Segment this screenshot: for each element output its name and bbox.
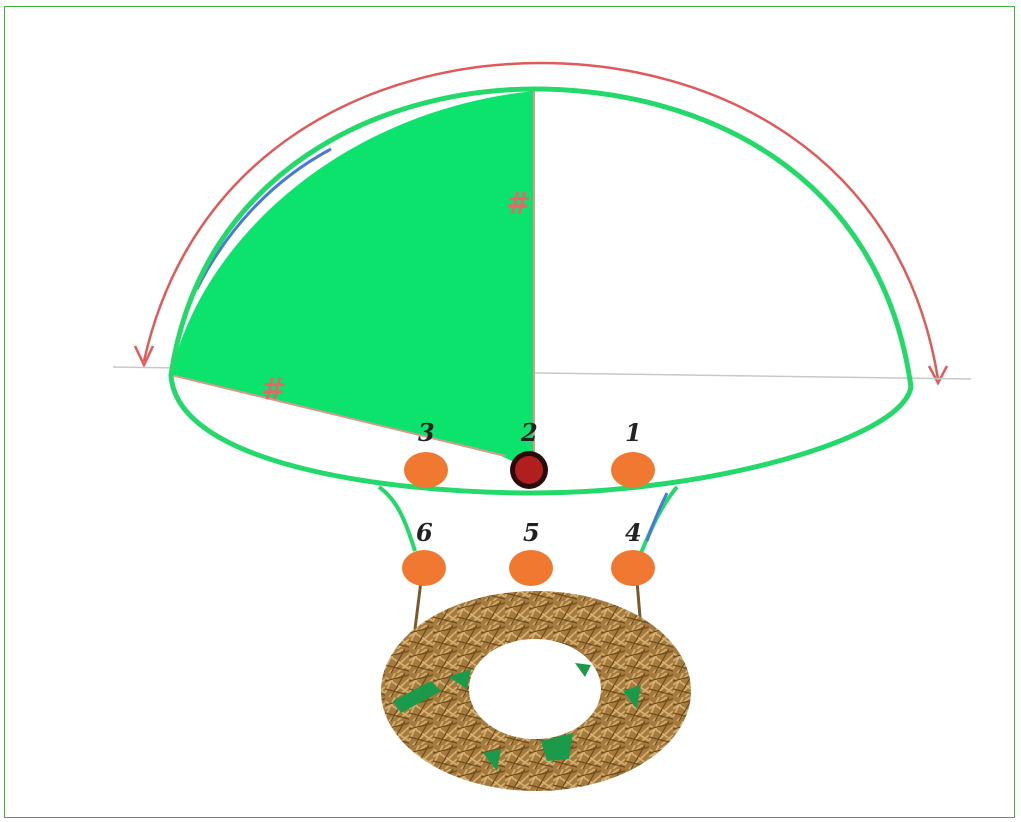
point-1-dot — [611, 452, 655, 488]
right-connector-line — [641, 487, 677, 553]
point-5-label: 5 — [523, 518, 540, 547]
point-2-dot — [515, 456, 543, 484]
canopy-diagram: # # 1 2 3 4 5 6 — [5, 7, 1016, 819]
equal-mark-slant: # — [261, 372, 286, 407]
equal-mark-vertical: # — [506, 186, 531, 221]
point-1-label: 1 — [625, 418, 642, 447]
point-3-label: 3 — [418, 418, 435, 447]
point-6-dot — [402, 550, 446, 586]
point-4-dot — [611, 550, 655, 586]
point-4-label: 4 — [625, 518, 642, 547]
green-sector — [171, 91, 534, 471]
point-5-dot — [509, 550, 553, 586]
left-suspension-line — [415, 581, 421, 629]
point-6-label: 6 — [416, 518, 433, 547]
left-connector-line — [379, 487, 415, 551]
right-connector-blue — [647, 493, 667, 541]
diagram-frame: # # 1 2 3 4 5 6 — [4, 6, 1015, 818]
point-3-dot — [404, 452, 448, 488]
point-2-label: 2 — [520, 418, 538, 447]
